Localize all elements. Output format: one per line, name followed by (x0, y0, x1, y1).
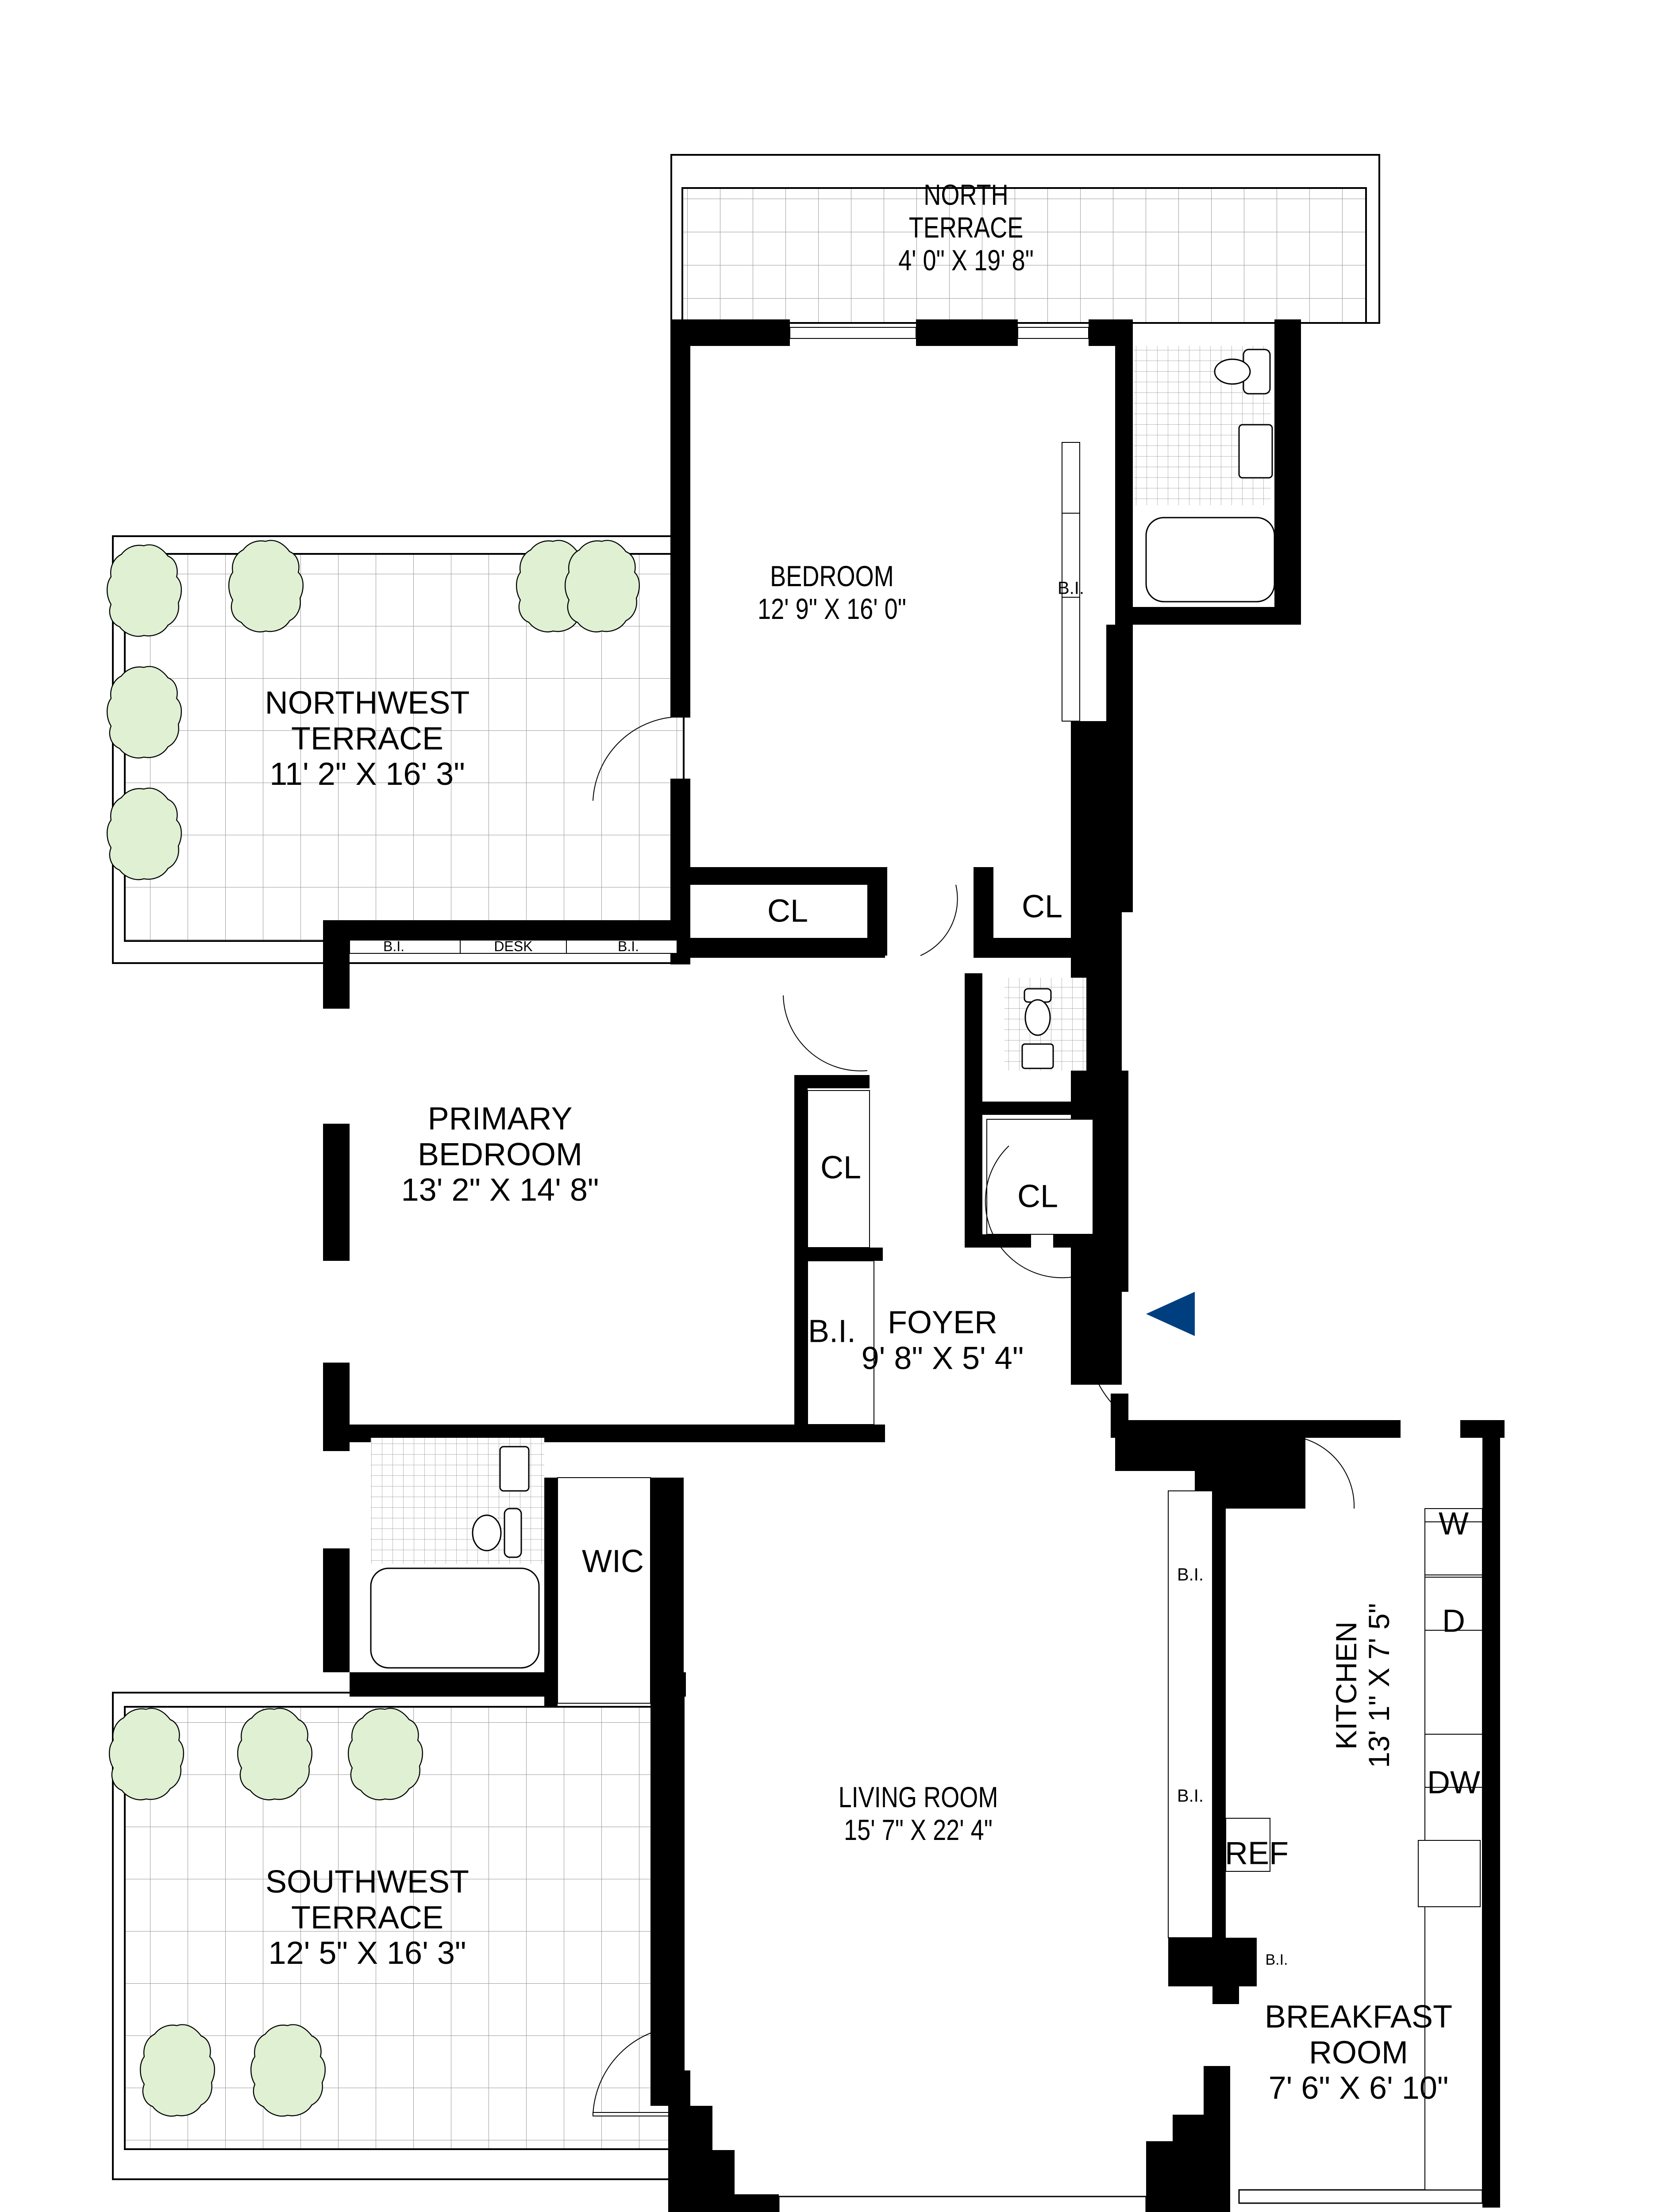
room-dimensions: 12' 9" X 16' 0" (758, 592, 906, 625)
range-cooktop-icon (1418, 1840, 1481, 1907)
fixture-label-washer: W (1439, 1506, 1469, 1542)
door-swings (593, 716, 1355, 1509)
room-name: TERRACE (291, 721, 444, 757)
room-dimensions: 7' 6" X 6' 10" (1268, 2070, 1449, 2106)
room-name: LIVING ROOM (838, 1781, 998, 1814)
room-name: ROOM (1309, 2035, 1408, 2070)
fixture-label-dishwasher: DW (1427, 1765, 1480, 1801)
shrub-icon (228, 540, 304, 633)
room-name: PRIMARY (427, 1101, 573, 1137)
shrub-icon (106, 666, 182, 759)
room-name: BEDROOM (770, 560, 894, 593)
room-label-foyer: FOYER 9' 8" X 5' 4" (862, 1305, 1024, 1376)
shrub-icon (106, 544, 182, 637)
shrub-icon (108, 1708, 184, 1801)
room-label-breakfast-room: BREAKFAST ROOM 7' 6" X 6' 10" (1265, 1999, 1452, 2106)
room-name: TERRACE (291, 1900, 444, 1936)
room-name: FOYER (887, 1305, 998, 1340)
room-dimensions: 13' 2" X 14' 8" (401, 1172, 599, 1208)
room-label-northwest-terrace: NORTHWEST TERRACE 11' 2" X 16' 3" (265, 685, 470, 792)
room-name: SOUTHWEST (266, 1864, 469, 1900)
northwest-terrace-area (106, 535, 685, 964)
shrub-icon (106, 787, 182, 880)
room-name: BEDROOM (417, 1137, 583, 1172)
room-dimensions: 4' 0" X 19' 8" (898, 243, 1034, 276)
fixture-label-bi: B.I. (1177, 1786, 1204, 1806)
room-dimensions: 15' 7" X 22' 4" (844, 1813, 993, 1846)
fixture-label-bi: B.I. (1177, 1565, 1204, 1585)
fixture-label-closet: CL (820, 1150, 862, 1186)
room-label-primary-bedroom: PRIMARY BEDROOM 13' 2" X 14' 8" (401, 1101, 599, 1208)
room-dimensions: 9' 8" X 5' 4" (861, 1340, 1024, 1376)
shrub-icon (139, 2024, 215, 2117)
bathtub-icon (1145, 517, 1275, 603)
room-label-living-room: LIVING ROOM 15' 7" X 22' 4" (839, 1781, 998, 1847)
fixture-label-bi: B.I. (617, 938, 639, 955)
built-ins (349, 442, 1483, 2190)
southwest-terrace-area (108, 1692, 685, 2180)
room-name: NORTHWEST (265, 685, 470, 721)
room-label-kitchen: KITCHEN 13' 1" X 7' 5" (1330, 1603, 1396, 1768)
room-name: BREAKFAST (1264, 1999, 1453, 2035)
fixture-label-bi: B.I. (1057, 578, 1085, 598)
fixture-label-closet: CL (1021, 889, 1063, 925)
fixture-label-closet: CL (1017, 1179, 1058, 1214)
room-label-north-terrace: NORTH TERRACE 4' 0" X 19' 8" (898, 178, 1034, 277)
fixture-label-desk: DESK (494, 938, 533, 955)
room-dimensions: 12' 5" X 16' 3" (268, 1936, 466, 1971)
room-label-bedroom: BEDROOM 12' 9" X 16' 0" (758, 560, 906, 626)
fixture-label-bi: B.I. (383, 938, 405, 955)
shrub-icon (250, 2024, 326, 2117)
room-dimensions: 11' 2" X 16' 3" (269, 757, 465, 792)
room-name: NORTH (924, 178, 1008, 211)
fixture-label-wic: WIC (582, 1544, 644, 1579)
room-name: KITCHEN (1330, 1621, 1363, 1750)
fixture-label-dryer: D (1442, 1603, 1465, 1639)
toilet-icon (472, 349, 1271, 1558)
shrub-icon (237, 1708, 312, 1801)
shrub-icon (564, 540, 640, 633)
room-dimensions: 13' 1" X 7' 5" (1362, 1603, 1395, 1768)
north-terrace-area (670, 154, 1380, 324)
interior-floor (350, 345, 1106, 1433)
fixture-label-refrigerator: REF (1225, 1836, 1289, 1871)
entry-marker-icon (1146, 1292, 1195, 1336)
walls (323, 319, 1505, 2212)
fixture-label-closet: CL (767, 893, 808, 929)
fixture-label-bi: B.I. (1265, 1951, 1288, 1968)
fixture-label-bi: B.I. (808, 1313, 856, 1349)
room-name: TERRACE (908, 211, 1024, 244)
bathtub-icon (370, 1567, 540, 1669)
room-label-southwest-terrace: SOUTHWEST TERRACE 12' 5" X 16' 3" (266, 1864, 469, 1971)
shrub-icon (347, 1708, 423, 1801)
